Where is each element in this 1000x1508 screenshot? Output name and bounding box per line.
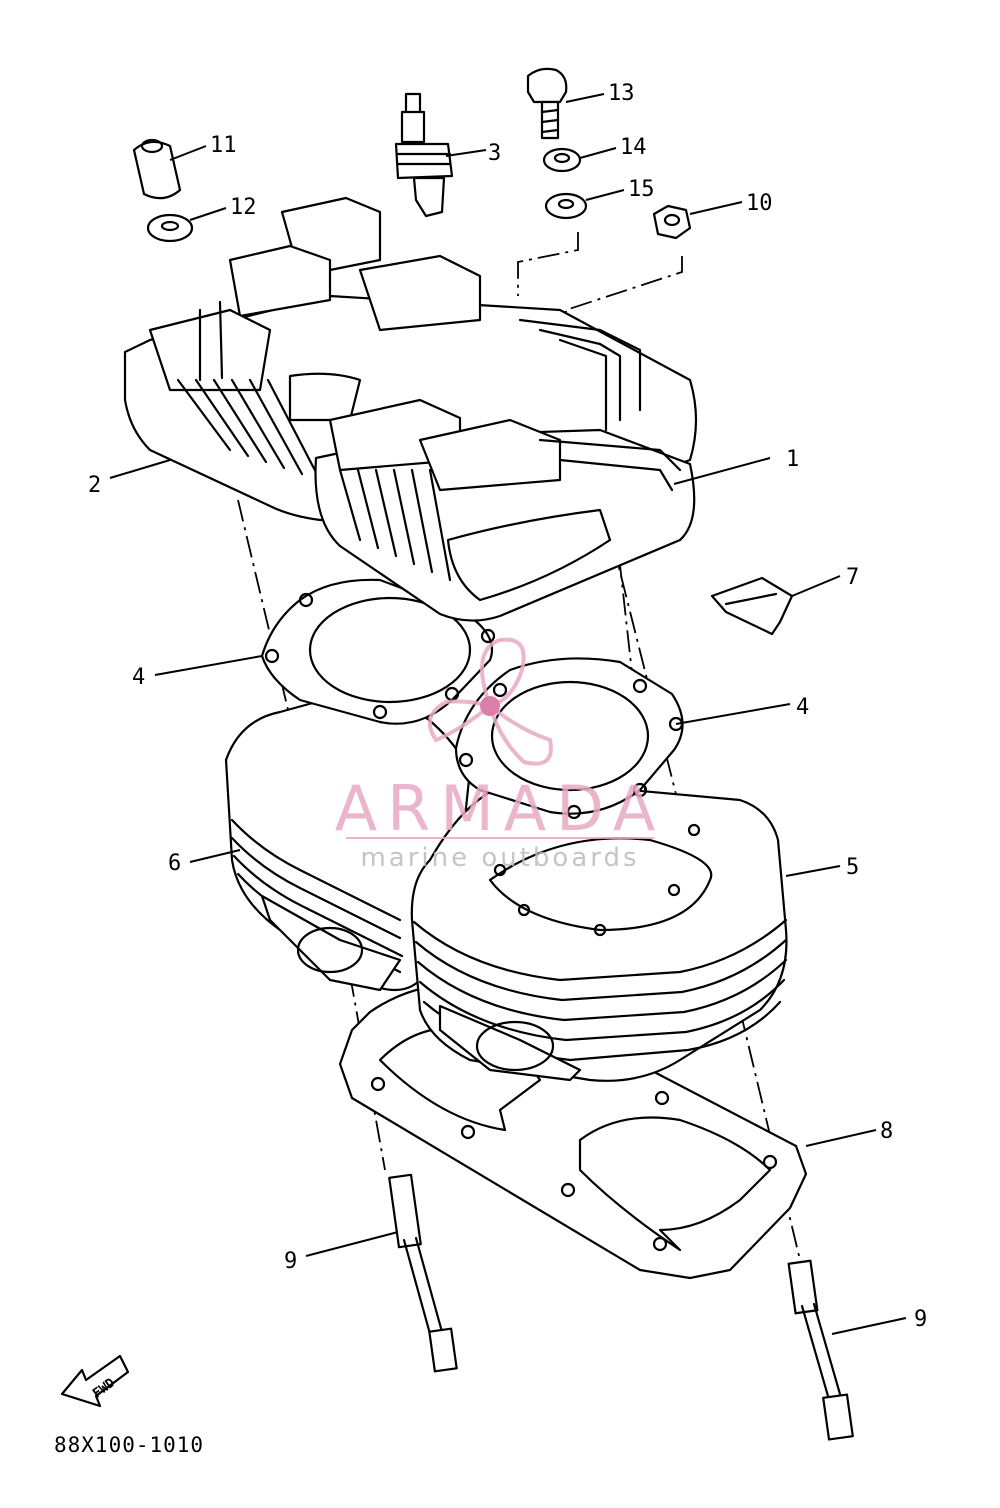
callout-12: 12 — [230, 195, 257, 220]
callout-1: 1 — [786, 447, 799, 472]
callout-10: 10 — [746, 191, 773, 216]
watermark: ARMADA marine outboards — [335, 637, 665, 873]
callout-4b: 4 — [796, 695, 809, 720]
collar — [132, 138, 182, 200]
callout-leaders — [109, 93, 907, 1335]
damper — [710, 576, 794, 636]
bolt — [526, 67, 568, 140]
head-gasket-left — [260, 578, 496, 725]
cylinder-left — [224, 688, 472, 992]
callout-13: 13 — [608, 81, 635, 106]
callout-6: 6 — [168, 851, 181, 876]
callout-15: 15 — [628, 177, 655, 202]
stud-bolt-right — [787, 1259, 854, 1441]
watermark-brand: ARMADA — [335, 772, 665, 845]
spring-washer — [542, 147, 582, 173]
flat-washer — [544, 192, 588, 220]
callout-labels: 1 2 3 4 4 5 6 7 8 9 9 10 11 12 13 14 15 — [88, 81, 927, 1332]
drawing-code: 88X100-1010 — [54, 1433, 204, 1457]
propeller-logo-icon — [427, 637, 553, 766]
callout-5: 5 — [846, 855, 859, 880]
callout-8: 8 — [880, 1119, 893, 1144]
cylinder-right — [410, 778, 788, 1082]
callout-2: 2 — [88, 473, 101, 498]
callout-7: 7 — [846, 565, 859, 590]
washer-collar — [146, 213, 194, 243]
head-gasket-right — [454, 657, 684, 820]
callout-3: 3 — [488, 141, 501, 166]
callout-11: 11 — [210, 133, 237, 158]
callout-14: 14 — [620, 135, 647, 160]
fwd-arrow-icon: FWD — [60, 1354, 130, 1408]
cylinder-head-front — [314, 398, 696, 622]
callout-9a: 9 — [284, 1249, 297, 1274]
watermark-tagline: marine outboards — [360, 843, 639, 873]
spark-plug — [394, 92, 454, 218]
nut — [652, 204, 692, 240]
callout-4a: 4 — [132, 665, 145, 690]
stud-bolt-left — [388, 1173, 458, 1373]
callout-9b: 9 — [914, 1307, 927, 1332]
